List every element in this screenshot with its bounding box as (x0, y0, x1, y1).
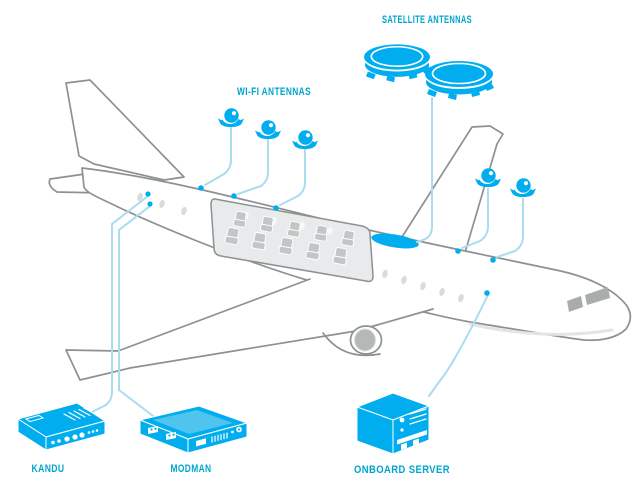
cabin-window (420, 281, 426, 291)
cabin-window (137, 192, 143, 202)
onboard-server-device (356, 392, 430, 455)
engine (322, 325, 383, 357)
modman-top-panel (153, 410, 233, 434)
cabin-window (159, 199, 165, 209)
connector-wifi-5 (496, 198, 524, 258)
connector-wifi-4 (461, 188, 489, 249)
connection-dot (455, 248, 461, 254)
connection-dot (490, 257, 496, 263)
airplane-illustration (48, 79, 632, 381)
cockpit-window (585, 287, 610, 305)
cockpit-windows (567, 287, 610, 312)
cabin-cutaway (210, 198, 374, 283)
connection-dot (231, 193, 237, 199)
cockpit-window (567, 296, 583, 312)
wifi-antenna-icon (255, 120, 281, 140)
cabin-windows (137, 192, 464, 303)
cabin-window (401, 275, 407, 285)
label-onboard-server: ONBOARD SERVER (354, 464, 450, 476)
label-kandu: KANDU (32, 463, 65, 475)
connector-modman (118, 205, 158, 420)
connection-dot (147, 201, 153, 207)
satellite-antenna-icon (363, 43, 432, 83)
wifi-antenna-icon (292, 130, 318, 150)
satellite-antennas-group (363, 43, 495, 101)
engine-cowl (322, 332, 381, 357)
wifi-antenna-icon (218, 108, 244, 128)
cabin-window (181, 206, 187, 216)
connector-satellite (416, 97, 433, 243)
server-details (397, 408, 427, 450)
connection-dots (145, 185, 496, 296)
connection-dot (145, 191, 151, 197)
cabin-window (382, 269, 388, 279)
modman-ports (148, 426, 242, 447)
connection-dot (273, 205, 279, 211)
cabin-window (439, 287, 445, 297)
connector-wifi-2 (237, 139, 269, 195)
far-wing (401, 125, 504, 257)
label-wifi-antennas: WI-FI ANTENNAS (237, 86, 311, 98)
label-modman: MODMAN (171, 463, 212, 475)
modman-device (139, 405, 248, 454)
connection-dot (484, 290, 490, 296)
satcom-radome-oval (371, 233, 419, 249)
connector-wifi-3 (279, 149, 306, 206)
connection-dot (198, 185, 204, 191)
connector-kandu (87, 195, 149, 415)
connector-wifi-1 (204, 127, 232, 186)
connector-lines (87, 97, 524, 420)
engine-fan (354, 328, 376, 352)
label-satellite-antennas: SATELLITE ANTENNAS (382, 14, 472, 26)
wifi-antenna-icon (510, 178, 536, 198)
kandu-device (17, 402, 106, 451)
connector-server (428, 294, 489, 397)
nose-shadow (468, 322, 614, 336)
satellite-antenna-icon (424, 60, 495, 101)
cabin-window (458, 293, 464, 303)
kandu-ports (51, 429, 99, 445)
tail-fin (65, 79, 185, 181)
